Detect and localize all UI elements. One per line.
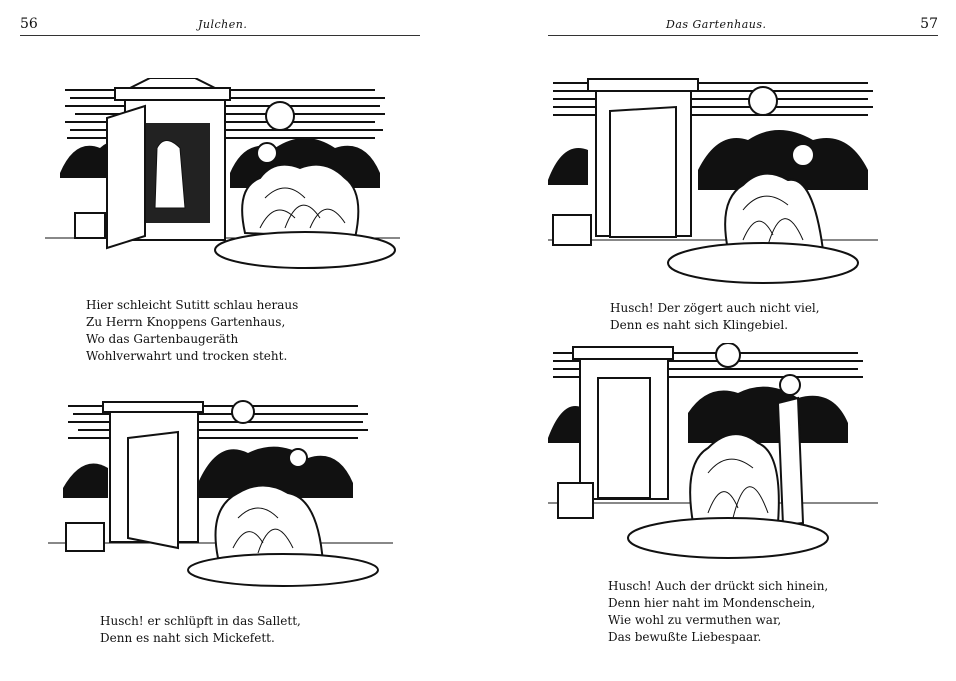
illustration-garden-house-2	[48, 398, 393, 593]
left-page-header: 56 Julchen.	[20, 14, 420, 36]
left-running-title: Julchen.	[198, 18, 248, 31]
illustration-garden-house-3	[548, 75, 878, 290]
verse-line: Hier schleicht Sutitt schlau heraus	[86, 298, 299, 312]
right-running-title: Das Gartenhaus.	[666, 18, 767, 31]
illustration-garden-house-1	[45, 78, 400, 283]
verse-stanza-1: Hier schleicht Sutitt schlau heraus Zu H…	[86, 297, 298, 365]
left-page-number: 56	[20, 16, 38, 32]
right-page-header: Das Gartenhaus. 57	[548, 14, 938, 36]
verse-line: Denn es naht sich Klingebiel.	[610, 318, 789, 332]
verse-line: Das bewußte Liebespaar.	[608, 630, 762, 644]
verse-line: Denn hier naht im Mondenschein,	[608, 596, 816, 610]
illustration-garden-house-4	[548, 343, 878, 568]
verse-stanza-2: Husch! er schlüpft in das Sallett, Denn …	[100, 613, 301, 647]
verse-line: Wohlverwahrt und trocken steht.	[86, 349, 288, 363]
verse-line: Husch! Auch der drückt sich hinein,	[608, 579, 829, 593]
verse-line: Wie wohl zu vermuthen war,	[608, 613, 782, 627]
header-rule	[20, 35, 420, 36]
verse-line: Zu Herrn Knoppens Gartenhaus,	[86, 315, 286, 329]
verse-stanza-3: Husch! Der zögert auch nicht viel, Denn …	[610, 300, 820, 334]
right-page: Das Gartenhaus. 57	[478, 0, 956, 681]
verse-line: Husch! er schlüpft in das Sallett,	[100, 614, 301, 628]
header-rule	[548, 35, 938, 36]
right-page-number: 57	[920, 16, 938, 32]
verse-stanza-4: Husch! Auch der drückt sich hinein, Denn…	[608, 578, 828, 646]
left-page: 56 Julchen.	[20, 14, 420, 647]
verse-line: Husch! Der zögert auch nicht viel,	[610, 301, 820, 315]
verse-line: Wo das Gartenbaugeräth	[86, 332, 239, 346]
verse-line: Denn es naht sich Mickefett.	[100, 631, 275, 645]
